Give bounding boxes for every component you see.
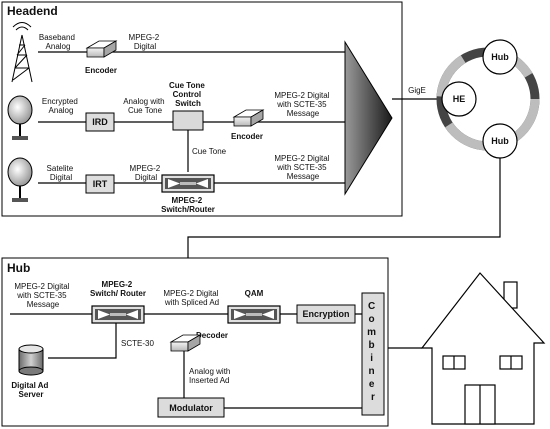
hub-node-top: [482, 39, 518, 75]
switch-router-hub-label: MPEG-2 Switch/ Router: [90, 280, 146, 298]
spliced-ad-label: MPEG-2 Digital with Spliced Ad: [163, 289, 220, 307]
hub-bottom-label: Hub: [491, 136, 509, 146]
hub-input-label: MPEG-2 Digital with SCTE-35 Message: [14, 282, 71, 309]
hub-section: Hub MPEG-2 Digital with SCTE-35 Message …: [1, 257, 422, 427]
irt-box: [85, 174, 115, 194]
ad-server-label: Digital Ad Server: [11, 381, 50, 399]
qam-label: QAM: [245, 289, 264, 298]
satellite-dish-icon: [7, 95, 33, 140]
hub-title: Hub: [7, 261, 30, 275]
ad-server-database-icon: [18, 344, 44, 376]
combiner-label: C o m b i n e r: [367, 301, 379, 403]
decoder-device: [169, 334, 202, 352]
modulator-box: [157, 397, 225, 418]
mpeg2-switch-router-hub: [91, 305, 145, 324]
switch-router-headend-label: MPEG-2 Switch/Router: [161, 196, 215, 214]
analog-cue-tone-label: Analog with Cue Tone: [123, 97, 167, 115]
encoder-top-label: Encoder: [85, 66, 117, 75]
qam-device: [227, 305, 281, 324]
house-icon: [420, 272, 546, 425]
modulator-label: Modulator: [169, 403, 213, 413]
he-label: HE: [453, 94, 466, 104]
inserted-ad-label: Analog with Inserted Ad: [189, 367, 233, 385]
antenna-tower-icon: [11, 22, 33, 83]
encoder-device-top: [85, 40, 118, 58]
scte35-low-label: MPEG-2 Digital with SCTE-35 Message: [274, 154, 331, 181]
satelite-digital-label: Satelite Digital: [47, 164, 76, 182]
mpeg2-digital-top-label: MPEG-2 Digital: [129, 33, 162, 51]
he-node: [441, 81, 477, 117]
cue-tone-switch-label: Cue Tone Control Switch: [169, 81, 207, 108]
combiner-box: [361, 292, 385, 416]
decoder-label: Decoder: [196, 331, 228, 340]
ird-box: [85, 112, 115, 132]
encryption-label: Encryption: [302, 309, 349, 319]
ring-to-hub-link: [187, 158, 501, 258]
cue-tone-label: Cue Tone: [192, 147, 227, 156]
cue-tone-switch-box: [172, 110, 204, 131]
gige-label: GigE: [408, 86, 426, 95]
headend-section: Headend: [1, 1, 403, 217]
scte30-label: SCTE-30: [121, 339, 154, 348]
mpeg2-switch-router-headend: [161, 174, 215, 193]
scte35-mid-label: MPEG-2 Digital with SCTE-35 Message: [274, 91, 331, 118]
ring-network: GigE Hub HE Hub: [187, 39, 540, 258]
headend-title: Headend: [7, 4, 58, 18]
irt-label: IRT: [93, 179, 108, 189]
encoder-device-mid: [232, 109, 265, 127]
ring-circle-highlight: [436, 47, 540, 151]
mpeg2-digital-low-label: MPEG-2 Digital: [130, 164, 163, 182]
baseband-analog-label: Baseband Analog: [39, 33, 77, 51]
encrypted-analog-label: Encrypted Analog: [42, 97, 80, 115]
encryption-box: [296, 304, 356, 324]
ird-label: IRD: [92, 117, 108, 127]
satellite-dish-icon: [7, 157, 33, 202]
hub-top-label: Hub: [491, 52, 509, 62]
encoder-mid-label: Encoder: [231, 132, 263, 141]
headend-aggregator-cone: [344, 40, 393, 196]
